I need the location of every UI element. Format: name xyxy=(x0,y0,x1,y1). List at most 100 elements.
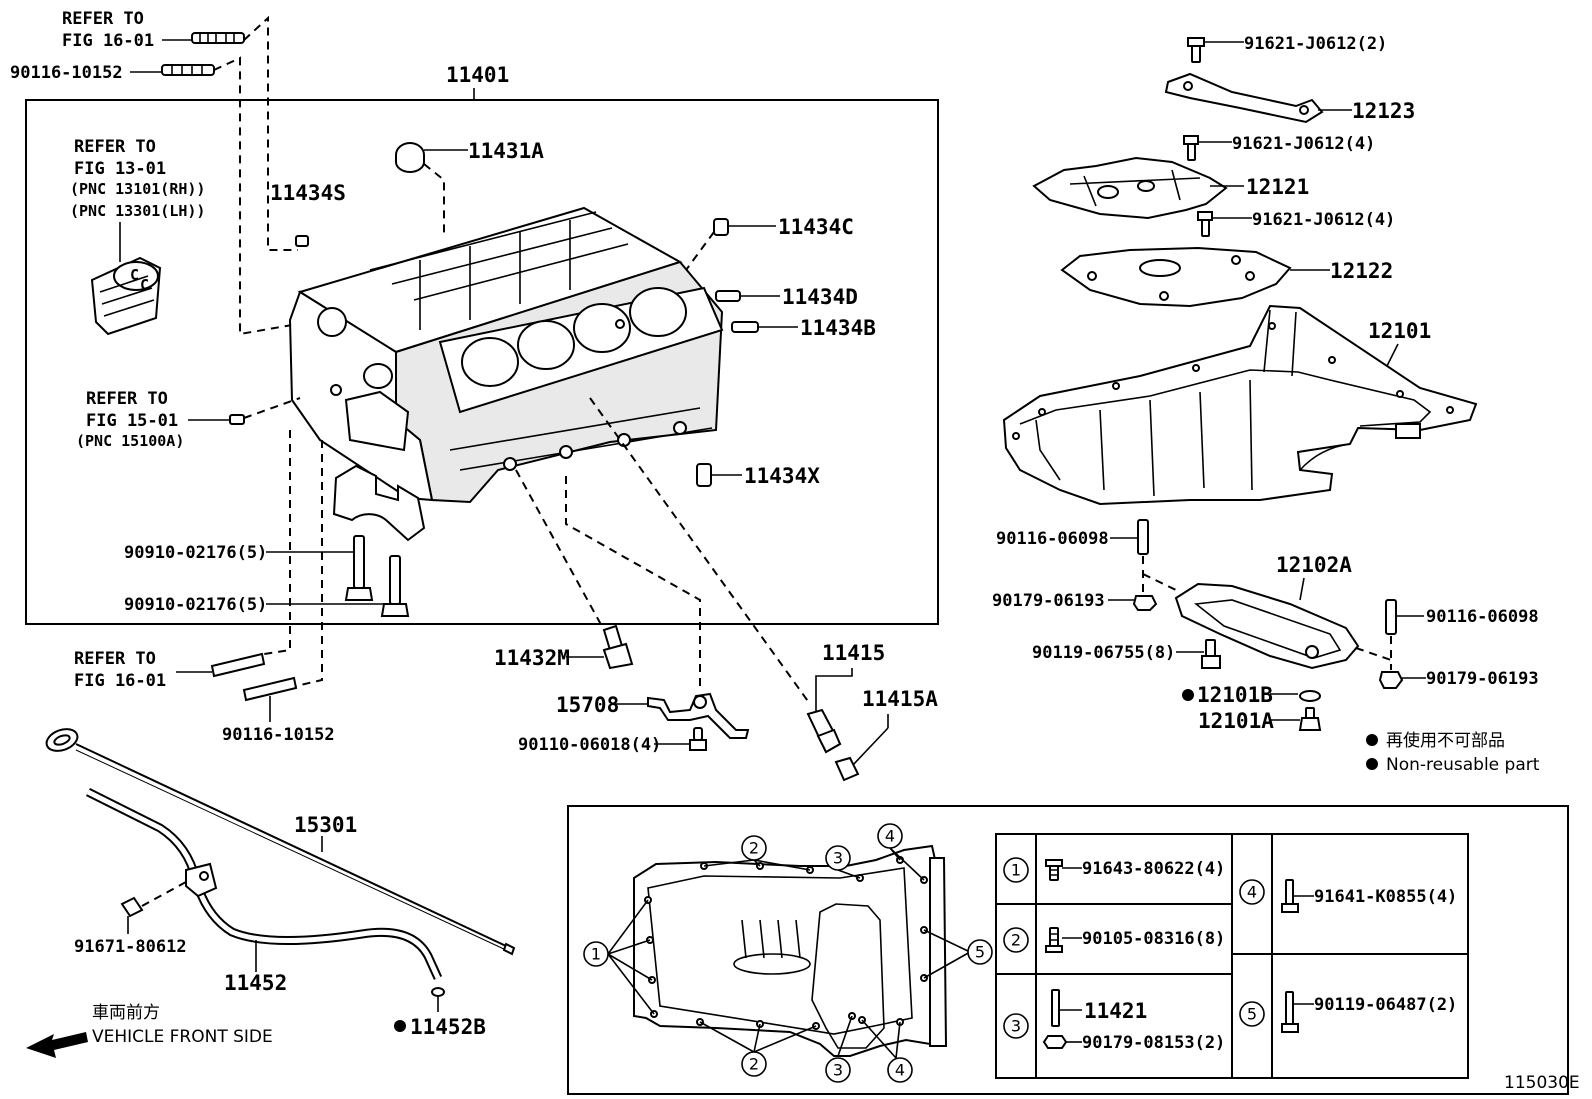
refer-fig15-line3: (PNC 15100A) xyxy=(76,432,184,450)
refer-fig15-line1: REFER TO xyxy=(86,389,168,409)
svg-text:1: 1 xyxy=(1011,861,1021,880)
label-11452b: 11452B xyxy=(410,1015,486,1039)
svg-text:2: 2 xyxy=(749,839,759,858)
label-12101a: 12101A xyxy=(1198,709,1274,733)
svg-text:3: 3 xyxy=(833,1061,843,1080)
label-11434x: 11434X xyxy=(744,464,820,488)
oil-jet-15708 xyxy=(647,692,750,739)
label-90179-06193-b: 90179-06193 xyxy=(1426,669,1539,689)
stud-90116-06098-b xyxy=(1385,599,1397,635)
bolt-table xyxy=(995,833,1469,1079)
label-15708: 15708 xyxy=(556,693,619,717)
bearing-cap-bolt-b xyxy=(380,555,410,617)
label-11415: 11415 xyxy=(822,641,885,665)
baffle-plate-12122 xyxy=(1060,246,1292,308)
refer-fig13-line2: FIG 13-01 xyxy=(74,159,166,179)
oil-level-guide-11452 xyxy=(85,787,443,980)
label-91621-j0612-4a: 91621-J0612(4) xyxy=(1232,134,1375,154)
refer-fig13-line4: (PNC 13301(LH)) xyxy=(70,202,205,220)
stud-bolt-bottom-b xyxy=(242,676,298,702)
bolt-icon-row4 xyxy=(1281,879,1299,913)
label-11434s: 11434S xyxy=(270,181,346,205)
svg-text:3: 3 xyxy=(833,849,843,868)
bearing-cap-bolt-a xyxy=(344,535,374,601)
label-90110-06018: 90110-06018(4) xyxy=(518,735,661,755)
label-90116-10152-bottom: 90116-10152 xyxy=(222,725,335,745)
pin-11434x xyxy=(696,463,712,487)
label-91671-80612: 91671-80612 xyxy=(74,937,187,957)
table-part-row4: 91641-K0855(4) xyxy=(1314,887,1457,907)
plug-12101a xyxy=(1298,707,1322,731)
bolt-91621-j0612-4b xyxy=(1197,211,1213,237)
o-ring-11452b xyxy=(431,987,445,997)
expansion-plug-11431a xyxy=(395,142,425,173)
oil-pan-lower-12102a xyxy=(1174,582,1360,670)
label-12101: 12101 xyxy=(1368,319,1431,343)
svg-text:4: 4 xyxy=(1247,883,1257,902)
refer-fig13-line1: REFER TO xyxy=(74,137,156,157)
label-11434b: 11434B xyxy=(800,316,876,340)
table-part-row3b: 90179-08153(2) xyxy=(1082,1033,1225,1053)
svg-text:5: 5 xyxy=(1247,1005,1257,1024)
oil-pan-outline-detail xyxy=(633,844,948,1057)
dowel-pin-11434s xyxy=(295,235,309,247)
label-15301: 15301 xyxy=(294,813,357,837)
non-reusable-dot-12101b xyxy=(1182,689,1194,701)
svg-text:5: 5 xyxy=(975,943,985,962)
svg-text:4: 4 xyxy=(885,827,895,846)
nut-90179-06193-a xyxy=(1132,595,1158,611)
label-11401: 11401 xyxy=(446,63,509,87)
engine-block-group-frame xyxy=(25,99,939,625)
stud-icon-row3 xyxy=(1051,989,1060,1027)
callout-3-bottom: 3 xyxy=(825,1057,851,1083)
label-91621-j0612-4b: 91621-J0612(4) xyxy=(1252,210,1395,230)
table-part-row5: 90119-06487(2) xyxy=(1314,995,1457,1015)
stud-90116-06098-a xyxy=(1137,519,1149,555)
oil-pan-upper-12101 xyxy=(1002,304,1478,506)
stud-bolt-bottom-a xyxy=(210,652,266,678)
refer-fig13-line3: (PNC 13101(RH)) xyxy=(70,180,205,198)
drain-cock-11415 xyxy=(806,708,842,754)
piston-assembly: CC xyxy=(90,256,162,336)
label-11434d: 11434D xyxy=(782,285,858,309)
callout-2-top: 2 xyxy=(741,835,767,861)
callout-4-bottom: 4 xyxy=(887,1057,913,1083)
legend-dot-jp xyxy=(1366,734,1378,746)
label-90179-06193-a: 90179-06193 xyxy=(992,591,1105,611)
table-part-row1: 91643-80622(4) xyxy=(1082,859,1225,879)
refer-fig16-bottom-line2: FIG 16-01 xyxy=(74,671,166,691)
baffle-plate-12121 xyxy=(1032,156,1228,220)
label-91621-j0612-2: 91621-J0612(2) xyxy=(1244,34,1387,54)
svg-text:2: 2 xyxy=(749,1055,759,1074)
refer-fig15-line2: FIG 15-01 xyxy=(86,411,178,431)
pin-refer-fig15 xyxy=(229,414,245,425)
svg-text:C: C xyxy=(140,276,149,294)
table-callout-2: 2 xyxy=(1003,927,1029,953)
label-90116-06098-b: 90116-06098 xyxy=(1426,607,1539,627)
bolt-icon-row2 xyxy=(1045,927,1063,953)
nut-90179-06193-b xyxy=(1378,671,1404,689)
callout-3-top: 3 xyxy=(825,845,851,871)
table-callout-4: 4 xyxy=(1239,879,1265,905)
label-90119-06755: 90119-06755(8) xyxy=(1032,643,1175,663)
table-callout-1: 1 xyxy=(1003,857,1029,883)
legend-non-reusable-jp: 再使用不可部品 xyxy=(1386,730,1505,751)
svg-text:C: C xyxy=(130,266,139,284)
label-11432m: 11432M xyxy=(494,646,570,670)
non-reusable-dot-11452b xyxy=(394,1020,406,1032)
callout-1-left: 1 xyxy=(583,941,609,967)
label-11434c: 11434C xyxy=(778,215,854,239)
bolt-detail-frame xyxy=(567,805,1569,1095)
vehicle-front-jp: 車両前方 xyxy=(92,1003,160,1023)
label-12122: 12122 xyxy=(1330,259,1393,283)
label-11415a: 11415A xyxy=(862,687,938,711)
refer-fig16-top-line1: REFER TO xyxy=(62,9,144,29)
label-12123: 12123 xyxy=(1352,99,1415,123)
label-11431a: 11431A xyxy=(468,139,544,163)
pin-11434c xyxy=(713,218,729,236)
label-12101b: 12101B xyxy=(1197,683,1273,707)
pin-11434d xyxy=(715,290,741,302)
svg-text:4: 4 xyxy=(895,1061,905,1080)
label-11452: 11452 xyxy=(224,971,287,995)
bearing-cap xyxy=(332,464,426,542)
